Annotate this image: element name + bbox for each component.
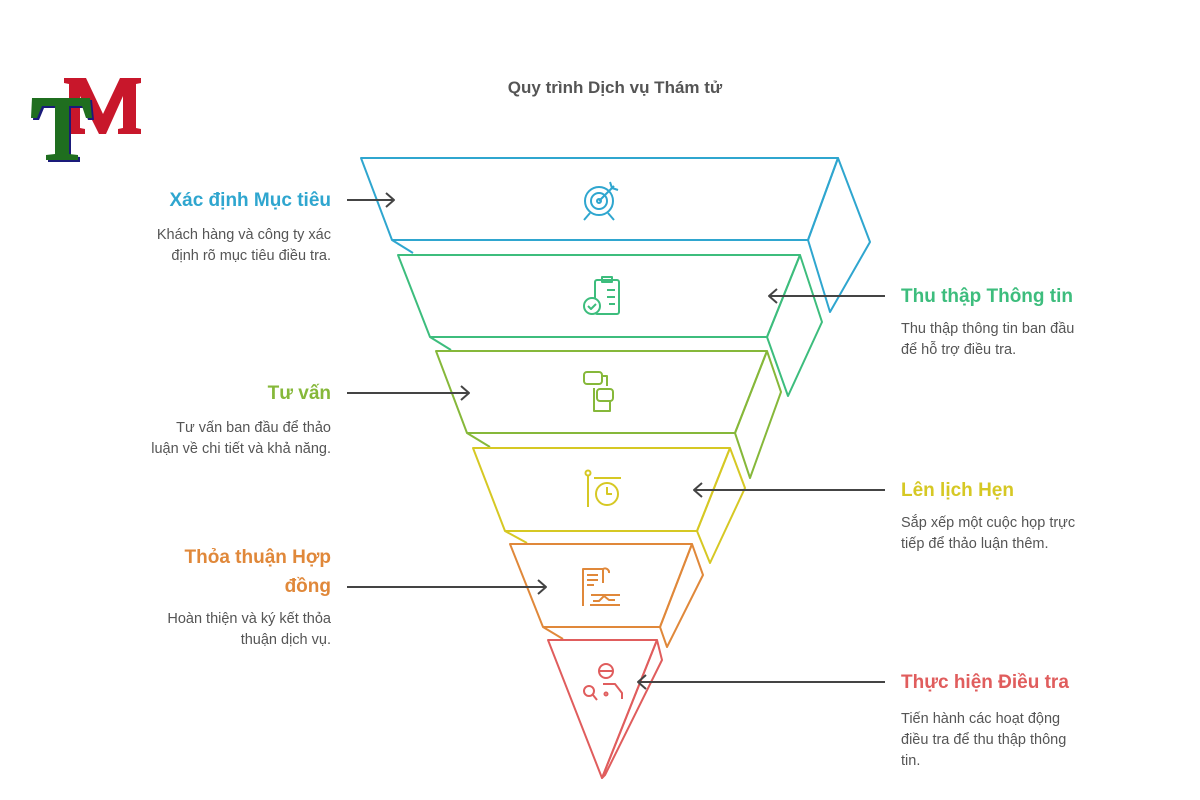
step-desc-line: Sắp xếp một cuộc họp trực [901,515,1076,531]
step-heading-line: Thỏa thuận Hợp [184,547,332,568]
contract-handshake-icon [582,567,620,606]
logo-letter-t [31,98,92,160]
logo [28,70,148,165]
step-heading: Tư vấn [267,383,331,404]
target-icon [583,181,619,221]
diagram-title: Quy trình Dịch vụ Thám tử [507,78,723,97]
chat-phone-icon [583,371,614,412]
funnel-layer-5 [509,543,704,648]
funnel-layer-4 [472,447,746,564]
step-heading: Xác định Mục tiêu [169,190,331,211]
step-desc-line: luận về chi tiết và khả năng. [151,441,331,457]
step-2-label: Thu thập Thông tin Thu thập thông tin ba… [901,282,1141,361]
step-desc-line: Thu thập thông tin ban đầu [901,321,1075,337]
logo-letter-m [64,78,141,134]
step-heading-line: đồng [284,576,331,597]
step-desc-line: Tư vấn ban đầu để thảo [176,420,331,436]
step-desc-line: tin. [901,753,921,769]
arrow-step-1 [347,192,395,208]
step-4-label: Lên lịch Hẹn Sắp xếp một cuộc họp trực t… [901,476,1141,555]
step-desc-line: tiếp để thảo luận thêm. [901,536,1049,552]
funnel-layer-1 [360,157,871,313]
clipboard-check-icon [583,276,620,315]
step-desc-line: thuận dịch vụ. [240,632,331,648]
step-1-label: Xác định Mục tiêu Khách hàng và công ty … [91,186,331,267]
funnel-layer-6 [547,639,663,779]
step-heading: Thu thập Thông tin [901,286,1074,307]
step-desc-line: Khách hàng và công ty xác [156,227,331,243]
detective-icon [583,663,623,701]
arrow-step-4 [693,482,885,498]
step-desc-line: định rõ mục tiêu điều tra. [171,248,331,264]
stopwatch-icon [584,469,621,507]
arrow-step-3 [347,385,470,401]
arrow-step-2 [768,288,885,304]
step-desc-line: Tiến hành các hoạt động [901,711,1061,727]
funnel-layer-2 [397,254,823,397]
step-5-label: Thỏa thuận Hợp đồng Hoàn thiện và ký kết… [91,543,331,651]
step-heading: Lên lịch Hẹn [901,480,1014,501]
arrow-step-5 [347,579,547,595]
step-6-label: Thực hiện Điều tra Tiến hành các hoạt độ… [901,668,1141,772]
step-desc-line: điều tra để thu thập thông [901,732,1067,748]
arrow-step-6 [637,674,885,690]
step-3-label: Tư vấn Tư vấn ban đầu để thảo luận về ch… [91,379,331,460]
step-desc-line: Hoàn thiện và ký kết thỏa [167,611,331,627]
funnel-layer-3 [435,350,782,479]
step-desc-line: để hỗ trợ điều tra. [901,342,1017,358]
step-heading: Thực hiện Điều tra [901,672,1069,693]
